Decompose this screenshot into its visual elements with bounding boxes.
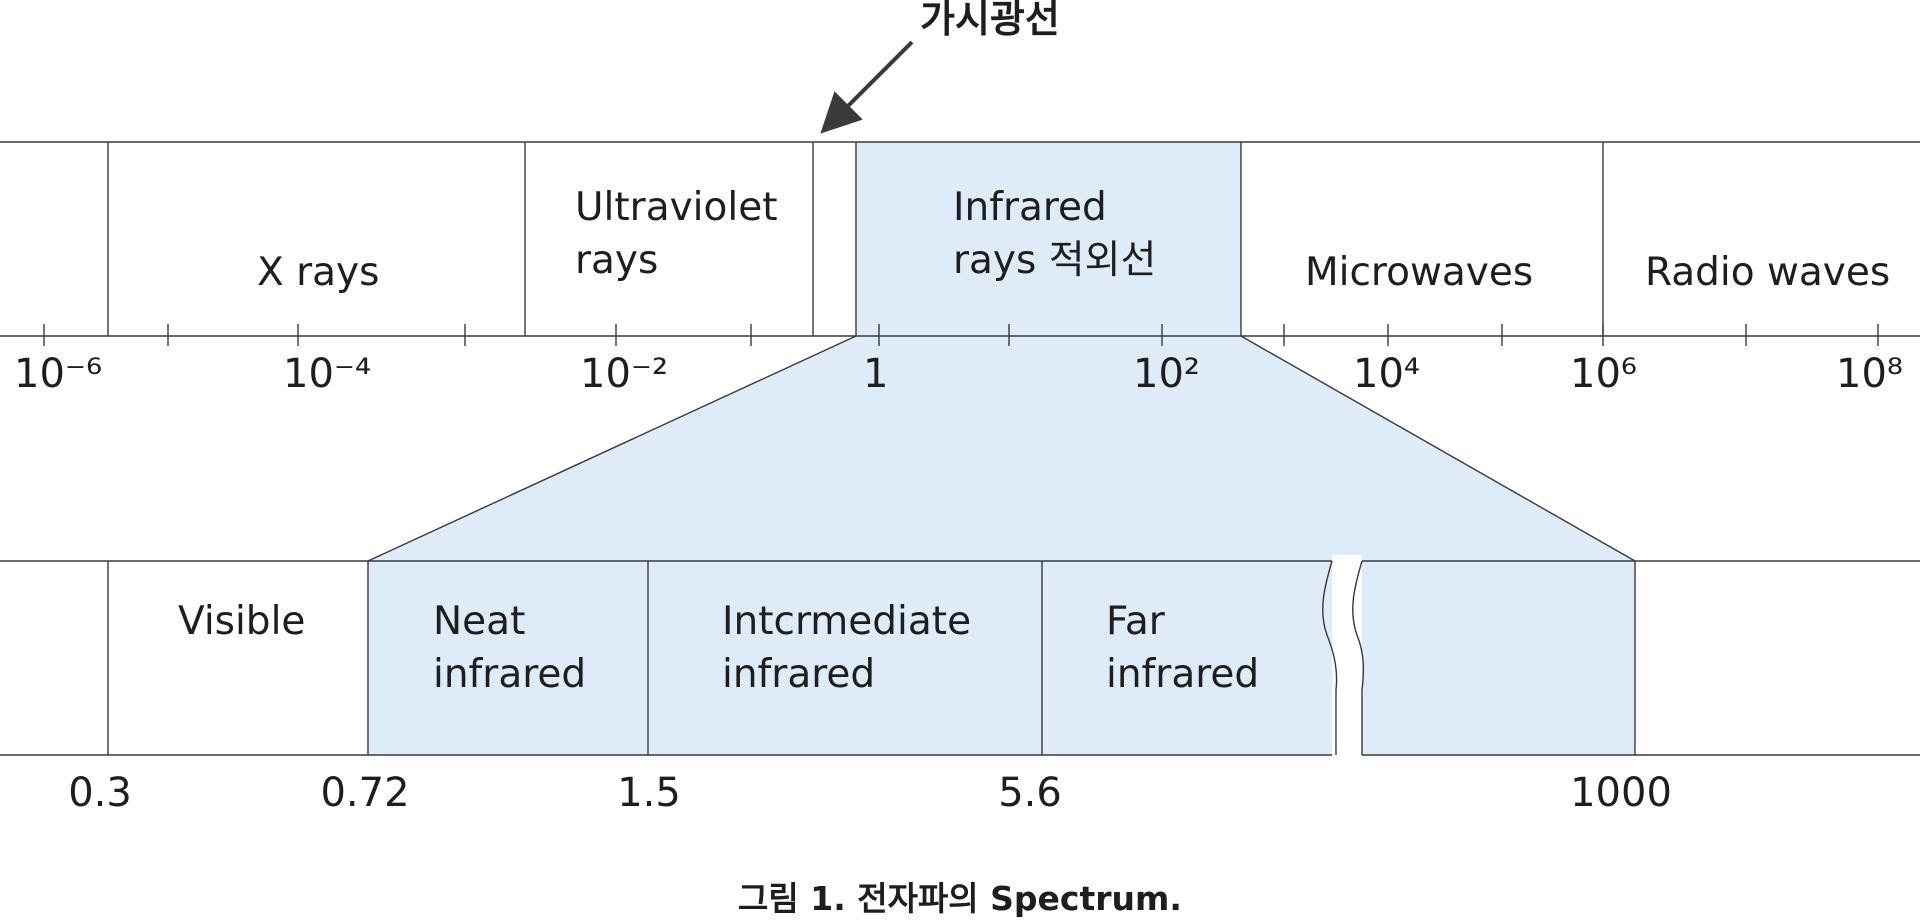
band-label-infrared: Infrared — [953, 185, 1107, 230]
band-label-radio-waves: Radio waves — [1645, 250, 1890, 295]
visible-light-callout: 가시광선 — [820, 0, 1060, 134]
tick-label: 10² — [1133, 351, 1200, 397]
tick-label: 5.6 — [998, 770, 1062, 816]
zoom-line-right — [1240, 335, 1636, 562]
top-tick-labels: 10⁻⁶ 10⁻⁴ 10⁻² 1 10² 10⁴ 10⁶ 10⁸ — [14, 351, 1903, 397]
band-label-infrared-2: rays 적외선 — [953, 238, 1156, 283]
zoom-line-left — [367, 335, 857, 562]
axis-break-icon — [1322, 555, 1365, 761]
tick-label: 10⁴ — [1353, 351, 1420, 397]
band-label-near-infrared-2: infrared — [433, 652, 586, 697]
infrared-band-highlight — [856, 142, 1241, 336]
tick-label: 10⁻⁴ — [283, 351, 371, 397]
top-scale-tick-marks — [43, 324, 1879, 346]
figure-caption: 그림 1. 전자파의 Spectrum. — [738, 879, 1182, 918]
zoom-projection — [368, 336, 1635, 561]
tick-label: 10⁻⁶ — [14, 351, 102, 397]
band-label-near-infrared: Neat — [433, 599, 525, 644]
band-label-ultraviolet: Ultraviolet — [575, 185, 778, 230]
callout-arrow-icon — [820, 40, 914, 134]
bottom-band-labels: Visible Neat infrared Intcrmediate infra… — [178, 599, 1259, 697]
tick-label: 0.3 — [68, 770, 132, 816]
band-label-far-infrared: Far — [1106, 599, 1166, 644]
tick-label: 10⁸ — [1836, 351, 1903, 397]
band-label-far-infrared-2: infrared — [1106, 652, 1259, 697]
tick-label: 10⁻² — [580, 351, 668, 397]
band-label-visible: Visible — [178, 599, 305, 644]
band-label-ultraviolet-2: rays — [575, 238, 658, 283]
bottom-tick-labels: 0.3 0.72 1.5 5.6 1000 — [68, 770, 1672, 816]
tick-label: 0.72 — [320, 770, 409, 816]
infrared-detail-highlight — [368, 561, 1635, 755]
tick-label: 1000 — [1570, 770, 1672, 816]
top-band-labels: X rays Ultraviolet rays Infrared rays 적외… — [257, 185, 1890, 295]
top-scale — [0, 141, 1920, 346]
band-label-intermediate-infrared: Intcrmediate — [722, 599, 971, 644]
callout-label: 가시광선 — [920, 0, 1060, 41]
bottom-scale — [0, 555, 1920, 761]
tick-label: 10⁶ — [1570, 351, 1637, 397]
tick-label: 1.5 — [617, 770, 681, 816]
band-label-intermediate-infrared-2: infrared — [722, 652, 875, 697]
band-label-x-rays: X rays — [257, 250, 379, 295]
band-label-microwaves: Microwaves — [1305, 250, 1533, 295]
tick-label: 1 — [863, 351, 888, 397]
